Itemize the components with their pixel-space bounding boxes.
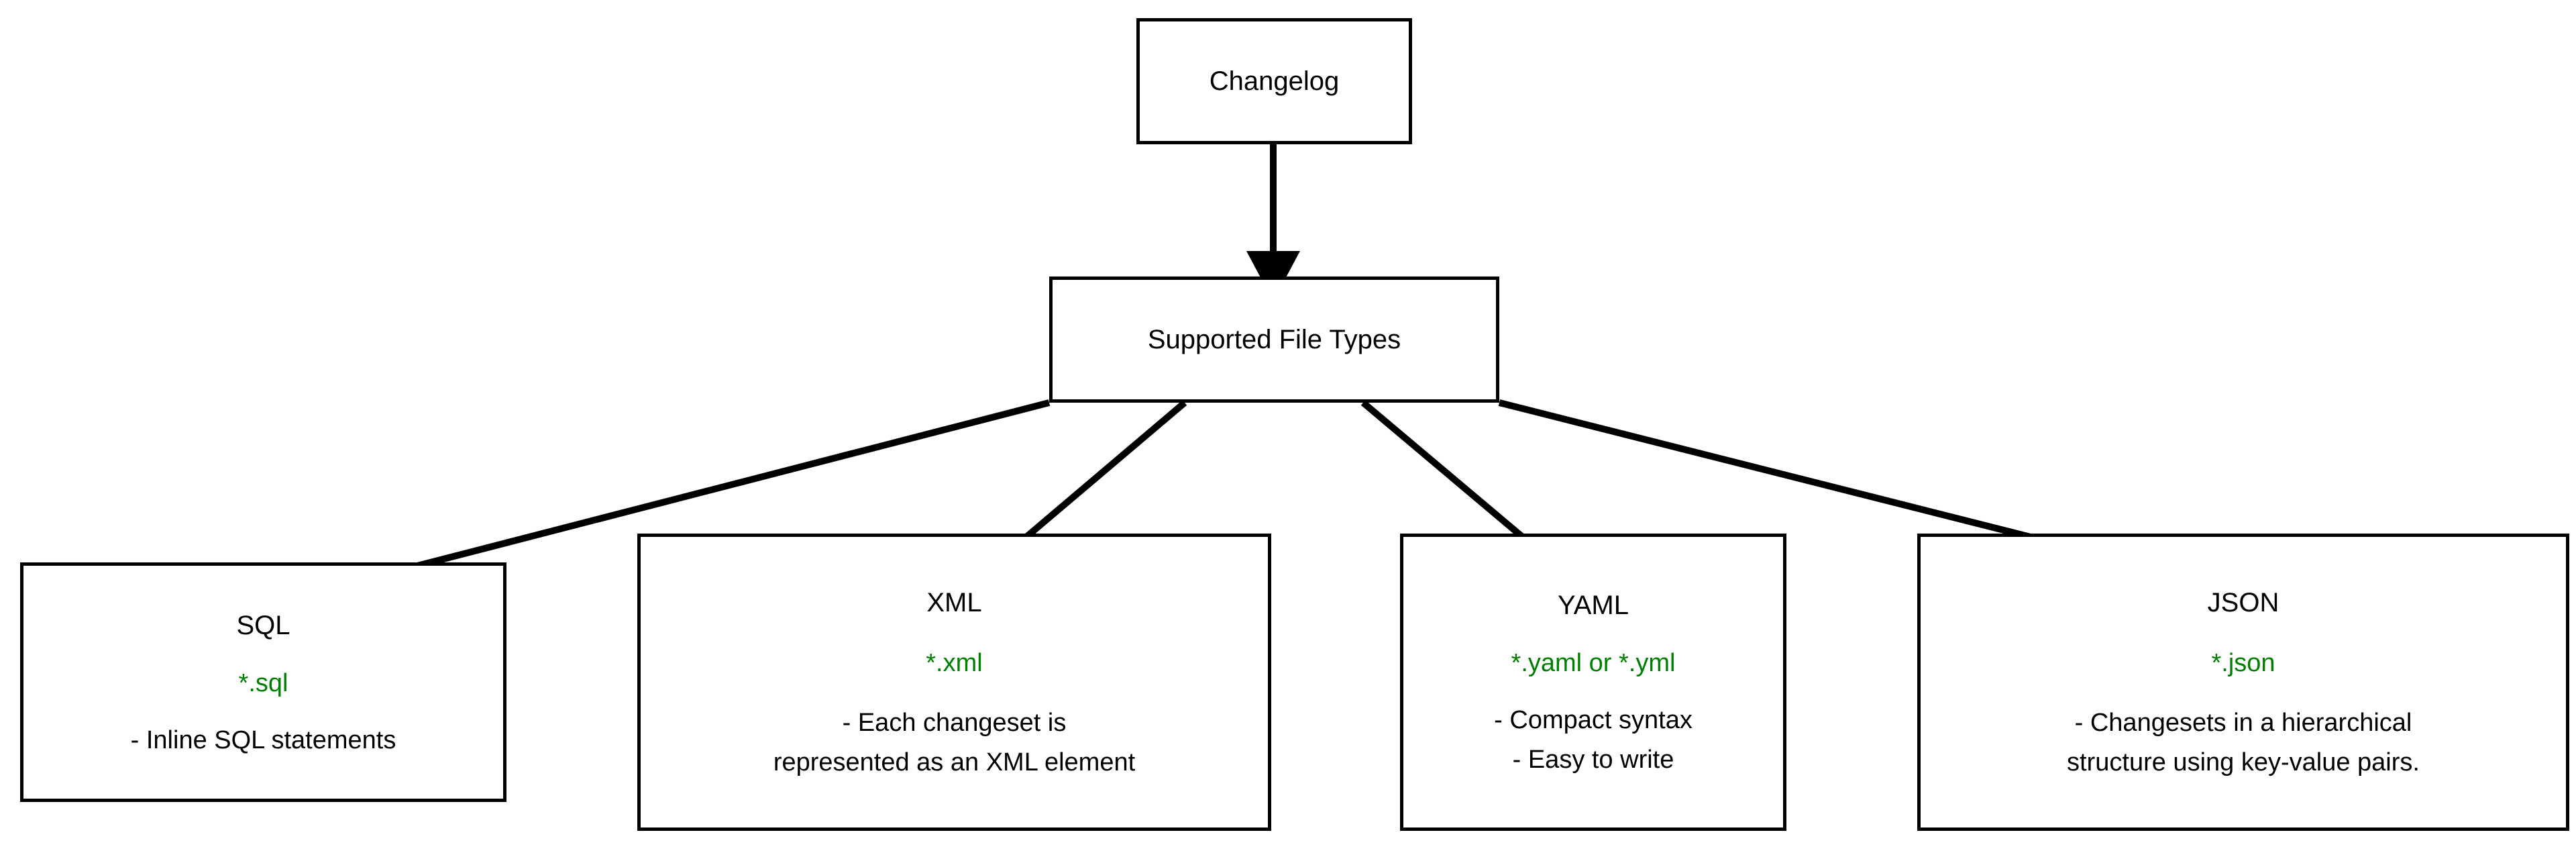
- node-json-description-line-1: - Changesets in a hierarchical: [2074, 709, 2412, 738]
- node-changelog[interactable]: Changelog: [1136, 18, 1412, 144]
- node-json-description-line-2: structure using key-value pairs.: [2067, 748, 2420, 776]
- node-sql-description-line-1: - Inline SQL statements: [130, 725, 396, 754]
- node-sql-content: SQL *.sql - Inline SQL statements: [23, 605, 503, 760]
- node-yaml-description-line-2: - Easy to write: [1512, 745, 1674, 774]
- node-xml-description-line-1: - Each changeset is: [842, 709, 1067, 738]
- node-xml-title: XML: [926, 588, 982, 618]
- node-xml[interactable]: XML *.xml - Each changeset is represente…: [637, 534, 1271, 831]
- node-yaml-description-line-1: - Compact syntax: [1494, 706, 1693, 735]
- node-json-extension: *.json: [2211, 649, 2275, 678]
- node-xml-description-line-2: represented as an XML element: [773, 748, 1136, 776]
- node-xml-extension: *.xml: [926, 649, 983, 678]
- node-changelog-title: Changelog: [1209, 66, 1340, 96]
- node-yaml-title: YAML: [1558, 591, 1629, 621]
- node-xml-content: XML *.xml - Each changeset is represente…: [641, 582, 1268, 783]
- node-sql-extension: *.sql: [238, 668, 288, 697]
- node-sql[interactable]: SQL *.sql - Inline SQL statements: [20, 562, 506, 802]
- node-supported-file-types[interactable]: Supported File Types: [1049, 277, 1499, 403]
- node-supported-file-types-title: Supported File Types: [1147, 325, 1401, 354]
- node-json-title: JSON: [2207, 588, 2279, 618]
- node-yaml[interactable]: YAML *.yaml or *.yml - Compact syntax - …: [1400, 534, 1786, 831]
- node-json[interactable]: JSON *.json - Changesets in a hierarchic…: [1917, 534, 2569, 831]
- node-yaml-extension: *.yaml or *.yml: [1511, 649, 1676, 678]
- node-yaml-content: YAML *.yaml or *.yml - Compact syntax - …: [1403, 585, 1783, 780]
- node-sql-title: SQL: [236, 610, 290, 640]
- node-json-content: JSON *.json - Changesets in a hierarchic…: [1921, 582, 2566, 783]
